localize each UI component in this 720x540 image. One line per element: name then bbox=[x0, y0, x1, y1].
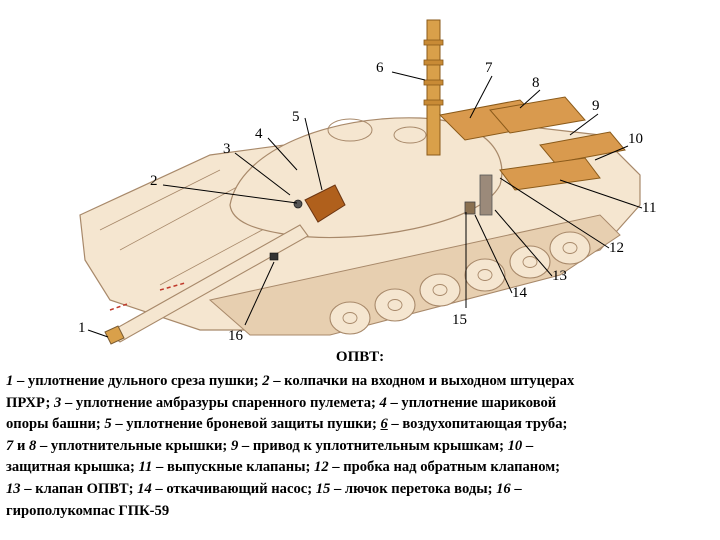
caption-line: ПРХР; 3 – уплотнение амбразуры спаренног… bbox=[6, 394, 557, 411]
callout-label-4: 4 bbox=[255, 126, 263, 142]
callout-label-11: 11 bbox=[642, 200, 656, 216]
protective-cover bbox=[499, 157, 601, 191]
snorkel-ring bbox=[423, 59, 444, 66]
callout-line-8 bbox=[519, 89, 541, 109]
callout-line-4 bbox=[267, 137, 298, 171]
callout-label-15: 15 bbox=[452, 312, 467, 328]
callout-label-13: 13 bbox=[552, 268, 567, 284]
callout-label-5: 5 bbox=[292, 109, 300, 125]
callout-line-3 bbox=[234, 152, 291, 196]
callout-label-10: 10 bbox=[628, 131, 643, 147]
road-wheel-hub bbox=[432, 284, 448, 296]
loader-hatch bbox=[393, 126, 427, 144]
seal-cover-8 bbox=[489, 96, 586, 134]
snorkel-tube bbox=[426, 19, 441, 156]
caption-title: ОПВТ: bbox=[335, 349, 385, 365]
callout-label-12: 12 bbox=[609, 240, 624, 256]
road-wheel bbox=[374, 288, 416, 322]
callout-line-9 bbox=[569, 113, 599, 136]
callout-label-9: 9 bbox=[592, 98, 600, 114]
snorkel-ring bbox=[423, 39, 444, 46]
caption-line: гирополукомпас ГПК-59 bbox=[6, 502, 170, 519]
callout-line-5 bbox=[304, 117, 323, 191]
callout-line-7 bbox=[469, 75, 493, 119]
callout-line-16 bbox=[244, 261, 275, 326]
gyrocompass bbox=[269, 252, 279, 261]
gun-marks bbox=[109, 282, 186, 311]
track-fender bbox=[208, 214, 621, 336]
caption-body: 1 – уплотнение дульного среза пушки; 2 –… bbox=[6, 371, 718, 522]
road-wheel bbox=[329, 301, 371, 335]
mantlet-seal bbox=[304, 184, 346, 223]
callout-line-10 bbox=[594, 145, 629, 161]
road-wheel bbox=[509, 245, 551, 279]
callout-line-1 bbox=[87, 329, 109, 338]
caption-line: защитная крышка; 11 – выпускные клапаны;… bbox=[6, 459, 561, 476]
callout-label-2: 2 bbox=[150, 173, 158, 189]
callout-line-6 bbox=[391, 71, 426, 81]
caption-line: 7 и 8 – уплотнительные крышки; 9 – приво… bbox=[6, 437, 534, 454]
caption-line: опоры башни; 5 – уплотнение броневой защ… bbox=[6, 416, 568, 433]
bilge-pump bbox=[464, 201, 476, 215]
callout-label-14: 14 bbox=[512, 285, 528, 301]
callout-line-2 bbox=[162, 184, 298, 204]
callout-line-14 bbox=[474, 214, 513, 294]
callout-line-11 bbox=[559, 179, 643, 209]
callout-label-1: 1 bbox=[78, 320, 86, 336]
callout-label-16: 16 bbox=[228, 328, 244, 344]
callout-line-13 bbox=[494, 209, 553, 277]
commander-hatch bbox=[327, 118, 373, 142]
road-wheel-hub bbox=[477, 269, 493, 281]
callout-label-7: 7 bbox=[485, 60, 493, 76]
muzzle-seal bbox=[104, 325, 125, 345]
road-wheel-hub bbox=[522, 256, 538, 268]
road-wheel-hub bbox=[342, 312, 358, 324]
opvt-valve bbox=[479, 174, 493, 216]
prhr-cap bbox=[293, 199, 303, 209]
road-wheel-hub bbox=[387, 299, 403, 311]
caption-line: 1 – уплотнение дульного среза пушки; 2 –… bbox=[6, 373, 575, 389]
seal-drive bbox=[539, 131, 626, 164]
tank-hull bbox=[79, 19, 641, 345]
callout-label-8: 8 bbox=[532, 75, 540, 91]
snorkel-ring bbox=[423, 79, 444, 86]
callout-line-12 bbox=[499, 177, 610, 249]
callout-label-6: 6 bbox=[376, 60, 384, 76]
road-wheel-hub bbox=[562, 242, 578, 254]
caption-line: 13 – клапан ОПВТ; 14 – откачивающий насо… bbox=[6, 480, 522, 497]
road-wheel bbox=[549, 231, 591, 265]
road-wheel bbox=[419, 273, 461, 307]
callout-label-3: 3 bbox=[223, 141, 231, 157]
snorkel-ring bbox=[423, 99, 444, 106]
road-wheel bbox=[464, 258, 506, 292]
